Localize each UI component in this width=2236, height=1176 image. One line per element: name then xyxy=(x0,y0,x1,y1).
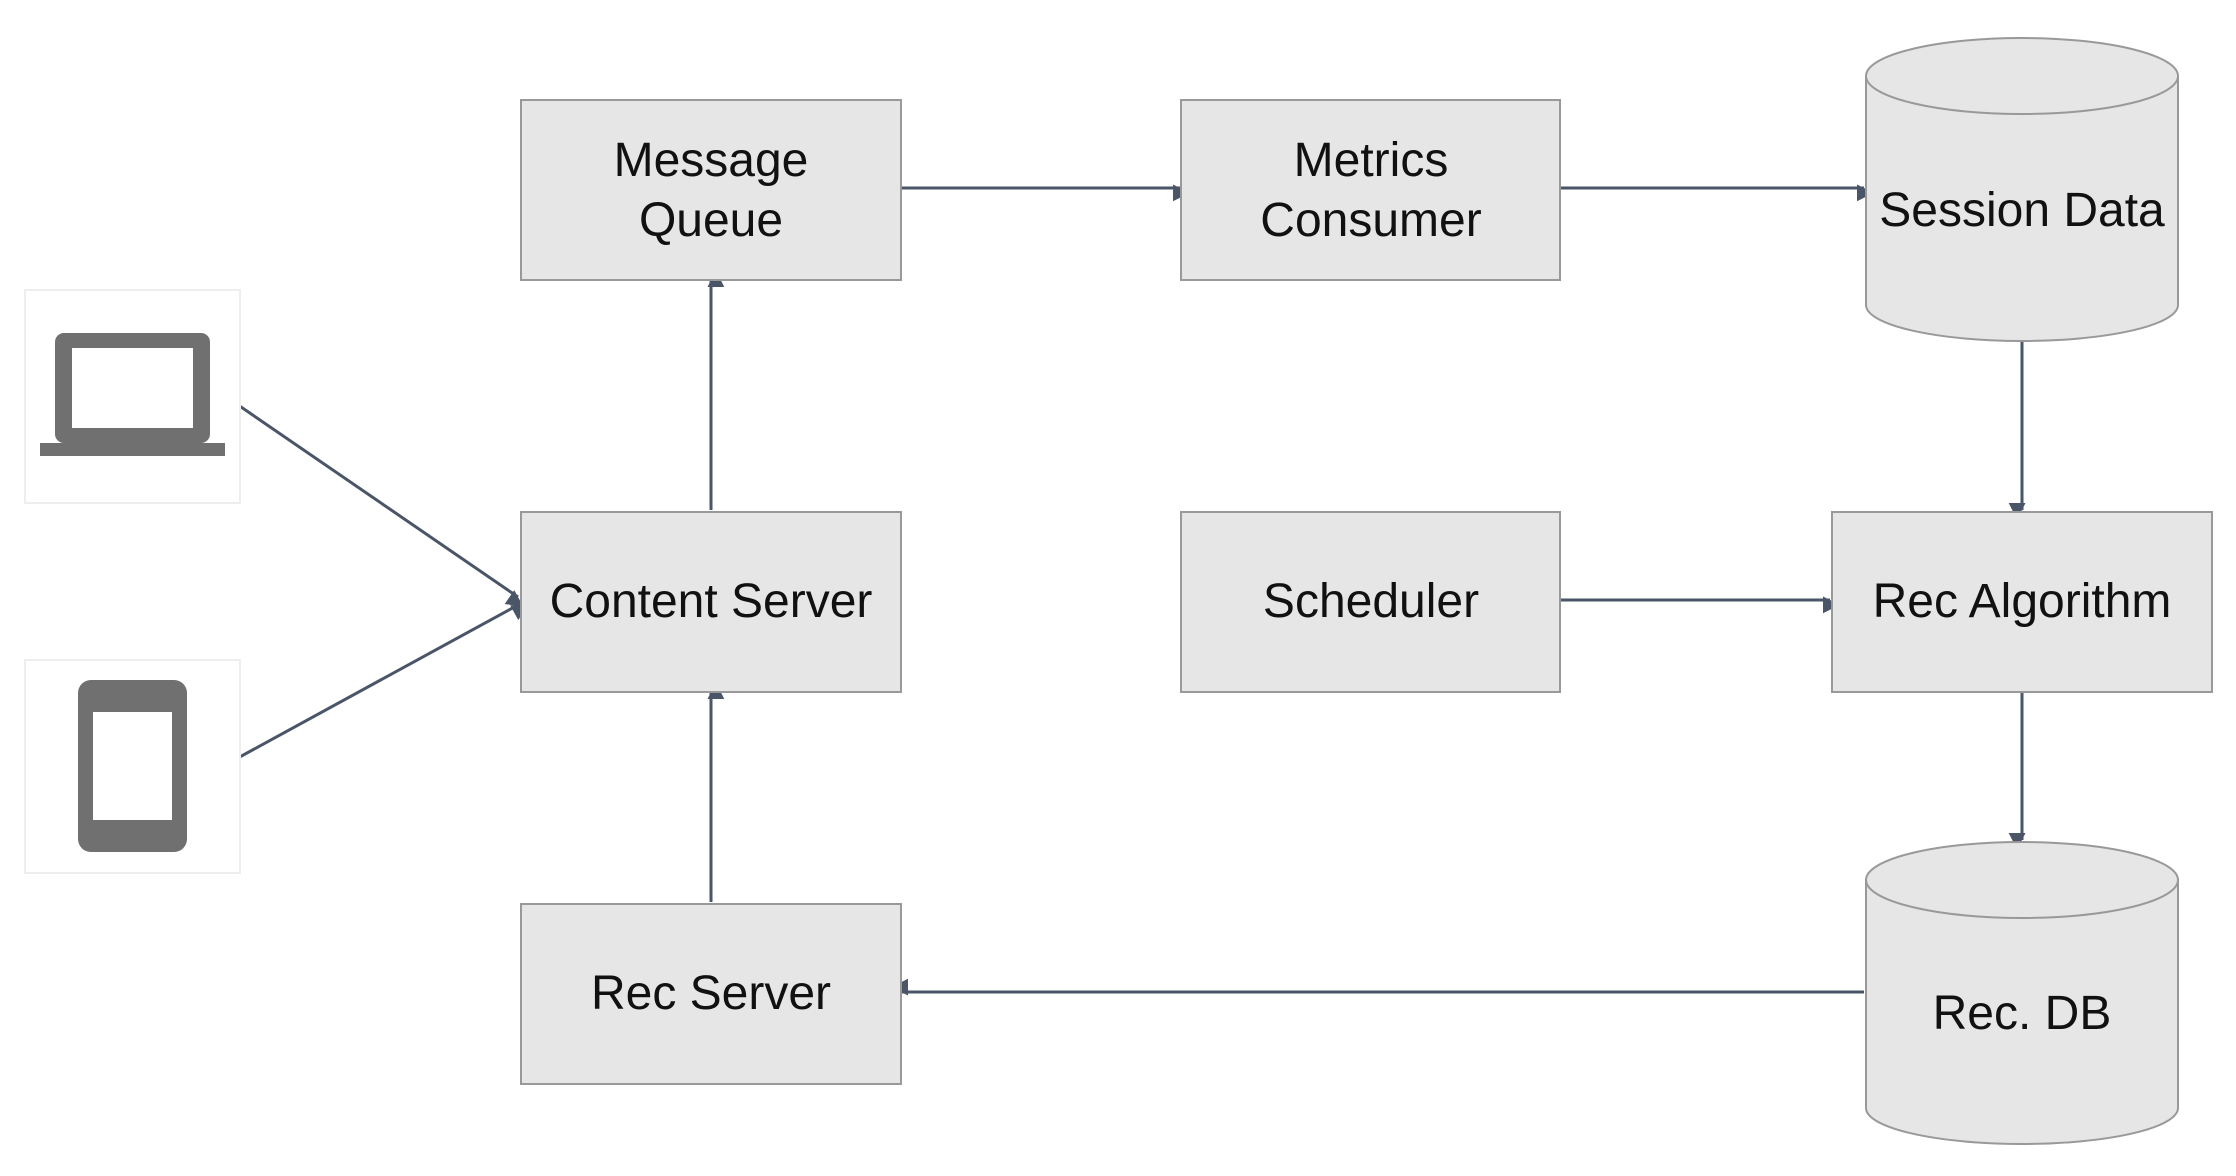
node-label: Rec Algorithm xyxy=(1873,575,2172,628)
node-message-queue: Message Queue xyxy=(520,99,902,281)
edges xyxy=(224,184,2026,996)
node-label-line1: Metrics xyxy=(1294,134,1449,187)
node-label-line1: Message xyxy=(614,134,809,187)
node-box xyxy=(1180,99,1561,281)
node-label: Session Data xyxy=(1879,184,2165,237)
node-rec-server: Rec Server xyxy=(520,903,902,1085)
node-box xyxy=(520,903,902,1085)
node-label: Scheduler xyxy=(1263,575,1479,628)
node-rec-algorithm: Rec Algorithm xyxy=(1831,511,2213,693)
node-metrics-consumer: Metrics Consumer xyxy=(1180,99,1561,281)
node-box xyxy=(1831,511,2213,693)
node-label: Rec Server xyxy=(591,967,831,1020)
node-box xyxy=(520,511,902,693)
node-rec-db: Rec. DB xyxy=(1865,841,2179,1145)
database-cylinder xyxy=(1865,37,2179,342)
node-content-server: Content Server xyxy=(520,511,902,693)
node-box xyxy=(1180,511,1561,693)
laptop-icon xyxy=(40,333,225,456)
node-label-line2: Queue xyxy=(639,194,783,247)
node-session-data: Session Data xyxy=(1865,37,2179,342)
node-scheduler: Scheduler xyxy=(1180,511,1561,693)
smartphone-icon xyxy=(78,680,187,852)
node-label: Content Server xyxy=(550,575,873,628)
node-label: Rec. DB xyxy=(1933,987,2112,1040)
node-box xyxy=(520,99,902,281)
node-label-line2: Consumer xyxy=(1260,194,1481,247)
edge-laptop-to-content-server xyxy=(224,394,524,607)
database-cylinder xyxy=(1865,841,2179,1145)
edge-phone-to-content-server xyxy=(224,603,529,767)
device-phone xyxy=(24,659,241,874)
device-laptop xyxy=(24,289,241,504)
